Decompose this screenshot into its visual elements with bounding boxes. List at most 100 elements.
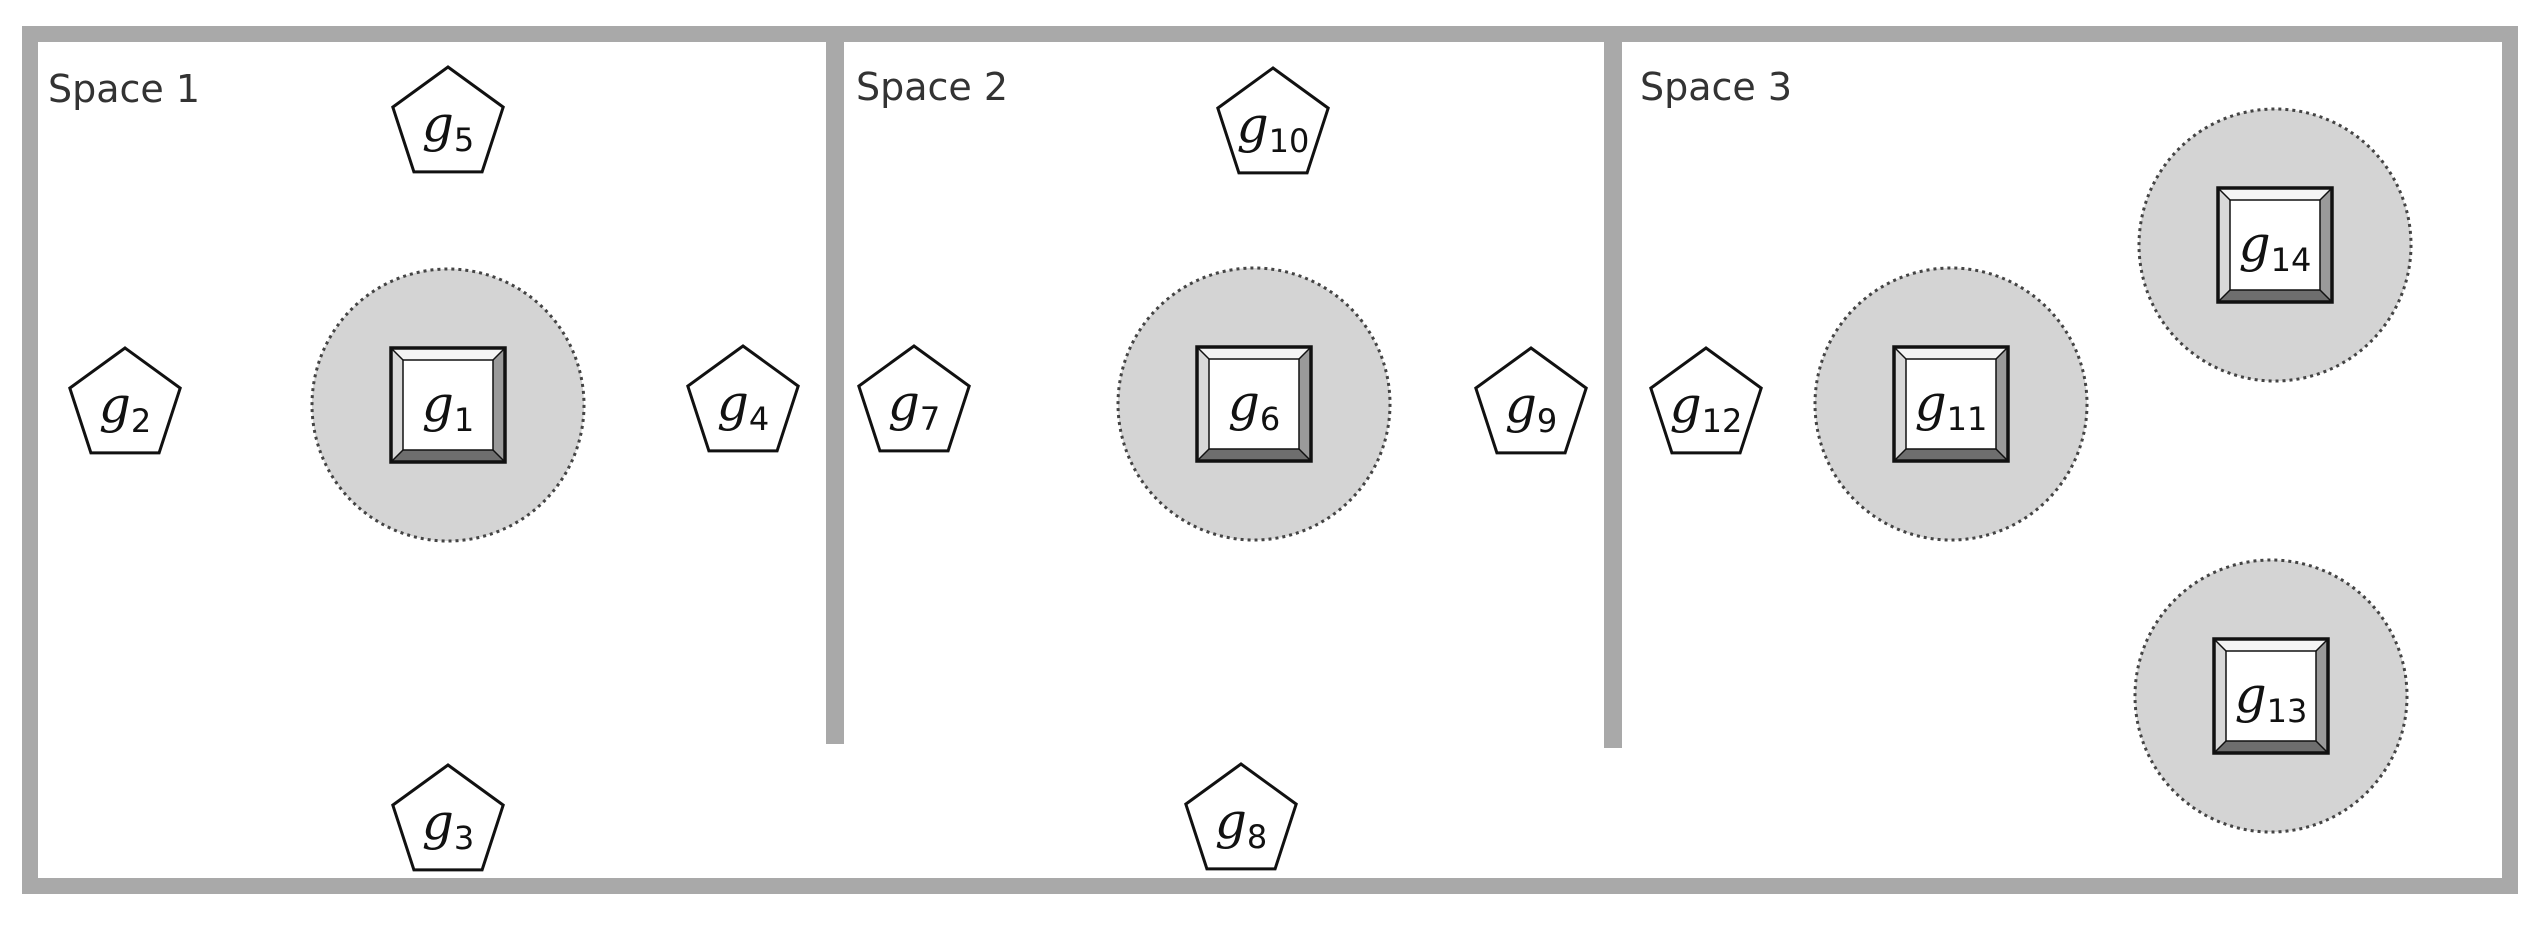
- g4-label: g4: [717, 374, 769, 438]
- g13-square-face: [2225, 650, 2317, 742]
- g12-label-base: g: [1670, 376, 1702, 434]
- g1-bevel-edge: [390, 347, 404, 361]
- g2-label: g2: [99, 376, 151, 440]
- g5-label: g5: [422, 95, 474, 159]
- g6-bevel-right: [1299, 347, 1311, 461]
- node-g13: g13: [2133, 558, 2409, 834]
- g12-pentagon-icon: [1649, 346, 1763, 455]
- node-g2: g2: [68, 346, 182, 455]
- node-g6: g6: [1116, 266, 1392, 542]
- g3-pentagon-icon: [391, 763, 505, 872]
- g6-square-face: [1208, 358, 1300, 450]
- g7-label-subscript: 7: [920, 400, 940, 438]
- g1-framed-square-icon: [389, 346, 507, 464]
- g14-square-outline: [2216, 186, 2334, 304]
- g1-bevel-right: [493, 348, 505, 462]
- g11-bevel-top: [1894, 347, 2008, 359]
- g13-bevel-edge: [2315, 638, 2329, 652]
- g11-square-outline: [1892, 345, 2010, 463]
- g3-label-base: g: [422, 793, 454, 851]
- g9-label-subscript: 9: [1537, 402, 1557, 440]
- g14-bevel-edge: [2217, 187, 2231, 201]
- g11-label: g11: [1915, 374, 1988, 438]
- g14-bevel-edge: [2319, 289, 2333, 303]
- g6-bevel-edge: [1298, 346, 1312, 360]
- divider-2: [1604, 42, 1622, 748]
- node-g10: g10: [1216, 66, 1330, 175]
- g11-bevel-edge: [1995, 346, 2009, 360]
- g12-label-subscript: 12: [1702, 402, 1743, 440]
- g1-square-face: [402, 359, 494, 451]
- g6-label: g6: [1228, 374, 1280, 438]
- g2-label-base: g: [99, 376, 131, 434]
- g11-bevel-edge: [1893, 448, 1907, 462]
- g6-bevel-edge: [1298, 448, 1312, 462]
- g7-label: g7: [888, 374, 940, 438]
- g1-bevel-edge: [390, 449, 404, 463]
- g13-label-subscript: 13: [2267, 692, 2308, 730]
- node-g7: g7: [857, 344, 971, 453]
- node-g1: g1: [310, 267, 586, 543]
- g13-bevel-edge: [2213, 740, 2227, 754]
- g1-label: g1: [422, 375, 474, 439]
- g13-label-base: g: [2235, 666, 2267, 724]
- g14-bevel-left: [2218, 188, 2230, 302]
- g9-pentagon-icon: [1474, 346, 1588, 455]
- node-g5: g5: [391, 65, 505, 174]
- g1-bevel-bottom: [391, 450, 505, 462]
- g11-bevel-bottom: [1894, 449, 2008, 461]
- g13-label: g13: [2235, 666, 2308, 730]
- g4-label-subscript: 4: [749, 400, 769, 438]
- g1-square-outline: [389, 346, 507, 464]
- g1-bevel-left: [391, 348, 403, 462]
- g8-label: g8: [1215, 792, 1267, 856]
- divider-1: [826, 42, 844, 744]
- node-g14: g14: [2137, 107, 2413, 383]
- g1-bevel-edge: [492, 347, 506, 361]
- g14-bevel-edge: [2319, 187, 2333, 201]
- g9-label-base: g: [1505, 376, 1537, 434]
- g11-square-face: [1905, 358, 1997, 450]
- g6-bevel-left: [1197, 347, 1209, 461]
- g14-bevel-edge: [2217, 289, 2231, 303]
- g13-square-outline: [2212, 637, 2330, 755]
- g11-bevel-edge: [1893, 346, 1907, 360]
- g6-label-base: g: [1228, 374, 1260, 432]
- g14-bevel-top: [2218, 188, 2332, 200]
- g8-label-base: g: [1215, 792, 1247, 850]
- g3-label: g3: [422, 793, 474, 857]
- node-g8: g8: [1184, 762, 1298, 871]
- g1-bevel-edge: [492, 449, 506, 463]
- g6-bevel-edge: [1196, 346, 1210, 360]
- g11-label-base: g: [1915, 374, 1947, 432]
- node-g11: g11: [1813, 266, 2089, 542]
- g8-label-subscript: 8: [1247, 818, 1267, 856]
- g4-pentagon-icon: [686, 344, 800, 453]
- g14-square-face: [2229, 199, 2321, 291]
- node-g12: g12: [1649, 346, 1763, 455]
- g13-bevel-right: [2316, 639, 2328, 753]
- g10-label-subscript: 10: [1269, 122, 1310, 160]
- g10-label-base: g: [1237, 96, 1269, 154]
- g7-pentagon-icon: [857, 344, 971, 453]
- g11-bevel-right: [1996, 347, 2008, 461]
- g5-label-base: g: [422, 95, 454, 153]
- g13-bevel-edge: [2315, 740, 2329, 754]
- g6-label-subscript: 6: [1260, 400, 1280, 438]
- g8-pentagon-icon: [1184, 762, 1298, 871]
- g14-label-subscript: 14: [2271, 241, 2312, 279]
- g11-bevel-edge: [1995, 448, 2009, 462]
- g2-label-subscript: 2: [131, 402, 151, 440]
- g7-label-base: g: [888, 374, 920, 432]
- node-g4: g4: [686, 344, 800, 453]
- node-g3: g3: [391, 763, 505, 872]
- g1-label-base: g: [422, 375, 454, 433]
- space-1-label: Space 1: [48, 67, 200, 111]
- g9-label: g9: [1505, 376, 1557, 440]
- node-g9: g9: [1474, 346, 1588, 455]
- g6-bevel-edge: [1196, 448, 1210, 462]
- g13-bevel-bottom: [2214, 741, 2328, 753]
- space-2-label: Space 2: [856, 65, 1008, 109]
- g11-label-subscript: 11: [1947, 400, 1988, 438]
